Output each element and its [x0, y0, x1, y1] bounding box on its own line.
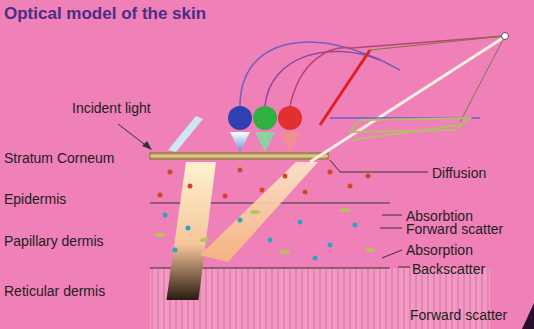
arrow-head [142, 141, 152, 150]
process-label: Absorption [406, 242, 473, 258]
process-label: Backscatter [412, 261, 485, 277]
leader-line [118, 124, 148, 147]
layer-label: Epidermis [4, 191, 66, 207]
sensor-plane [350, 118, 470, 132]
spectrum-filter [280, 132, 300, 152]
sensor-plane [460, 36, 505, 122]
red-sensor [278, 106, 302, 130]
callout-label: Incident light [72, 100, 151, 116]
focal-point [502, 33, 509, 40]
blue-sensor [228, 106, 252, 130]
spectrum-filter [255, 132, 275, 152]
incident-beam [168, 116, 203, 152]
layer-label: Reticular dermis [4, 283, 105, 299]
green-sensor [253, 106, 277, 130]
stratum-bar [150, 153, 328, 159]
diagram-title: Optical model of the skin [4, 4, 206, 24]
sensor-plane [320, 50, 370, 125]
chromophore-dots [158, 168, 371, 199]
sensor-plane [370, 36, 505, 50]
light-beam [200, 162, 318, 262]
layer-label: Papillary dermis [4, 233, 104, 249]
process-label: Forward scatter [406, 221, 503, 237]
sensor-plane [352, 125, 460, 140]
stratum-bar [150, 156, 328, 157]
light-beam [166, 162, 216, 300]
process-label: Forward scatter [410, 307, 507, 323]
sensor-wire [290, 36, 505, 106]
process-label: Diffusion [432, 165, 486, 181]
reflected-ray [310, 36, 506, 162]
layer-label: Stratum Corneum [4, 150, 114, 166]
sensor-wire [240, 42, 400, 106]
spectrum-filter [230, 132, 250, 152]
corner-mark [522, 303, 534, 329]
dermis-dots [155, 208, 375, 261]
